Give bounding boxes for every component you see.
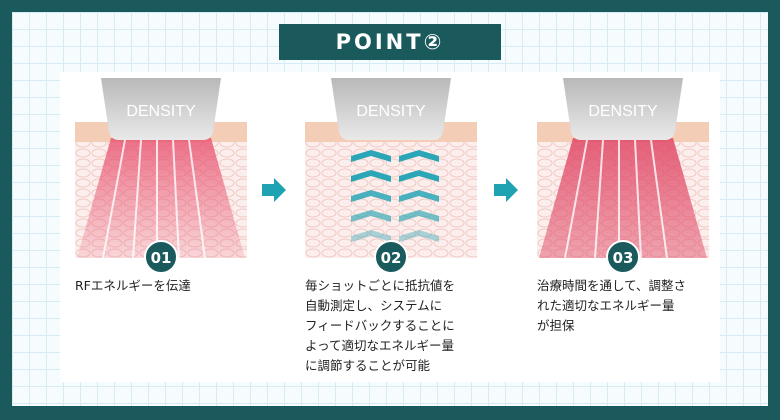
density-label: DENSITY — [588, 103, 658, 120]
step-3-description: 治療時間を通して、調整さ れた適切なエネルギー量 が担保 — [537, 276, 717, 336]
step-3-line: が担保 — [537, 318, 575, 333]
step-1-illustration: DENSITY — [75, 78, 247, 278]
step-1-line: RFエネルギーを伝達 — [75, 278, 191, 293]
density-label: DENSITY — [356, 103, 426, 120]
feedback-chevrons — [351, 150, 439, 242]
step-2-line: フィードバックすることに — [305, 318, 455, 333]
step-2-line: 自動測定し、システムに — [305, 298, 443, 313]
step-1-number: 01 — [151, 249, 172, 267]
point-title: POINT② — [279, 24, 501, 60]
step-2-line: よって適切なエネルギー量 — [305, 338, 455, 353]
step-2-line: に調節することが可能 — [305, 358, 431, 373]
step-1-description: RFエネルギーを伝達 — [75, 276, 255, 296]
step-3-number: 03 — [613, 249, 634, 267]
step-1-badge: 01 — [144, 240, 178, 274]
density-handpiece — [101, 78, 221, 140]
density-label: DENSITY — [126, 103, 196, 120]
step-2-description: 毎ショットごとに抵抗値を 自動測定し、システムに フィードバックすることに よっ… — [305, 276, 485, 376]
step-2-number: 02 — [381, 249, 402, 267]
point-title-text: POINT② — [335, 30, 445, 54]
step-2-line: 毎ショットごとに抵抗値を — [305, 278, 456, 293]
step-3-line: れた適切なエネルギー量 — [537, 298, 675, 313]
density-handpiece — [563, 78, 683, 140]
step-2-illustration: DENSITY — [305, 78, 477, 278]
arrow-right-icon — [262, 178, 286, 202]
arrow-right-icon — [494, 178, 518, 202]
density-handpiece — [331, 78, 451, 140]
step-3-badge: 03 — [606, 240, 640, 274]
step-3-illustration: DENSITY — [537, 78, 709, 278]
step-2-badge: 02 — [374, 240, 408, 274]
step-3-line: 治療時間を通して、調整さ — [537, 278, 687, 293]
